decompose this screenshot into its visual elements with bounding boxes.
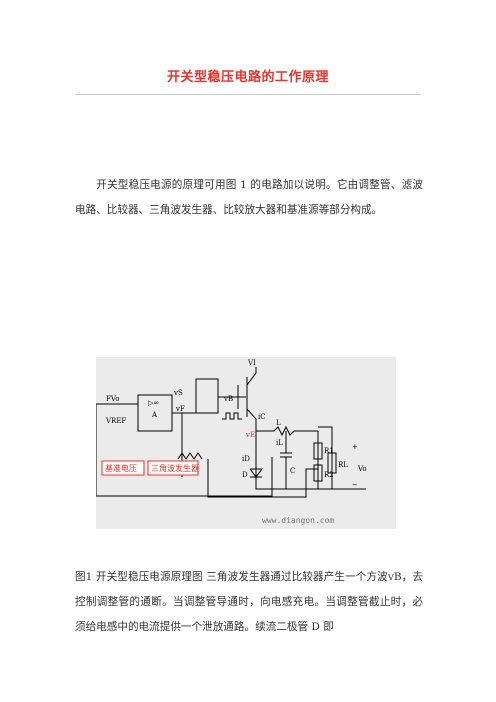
circuit-svg: FVo VREF A ▷∞ vS vF vB VI iC vE L iL iD … xyxy=(96,359,367,525)
page-title: 开关型稳压电路的工作原理 xyxy=(166,70,329,85)
watermark: www.diangon.com xyxy=(262,516,334,525)
label-d: D xyxy=(242,471,248,479)
label-minus: − xyxy=(352,481,358,489)
label-vs: vS xyxy=(173,389,183,397)
label-plus: + xyxy=(352,443,358,451)
label-vref: VREF xyxy=(105,417,126,425)
label-id: iD xyxy=(242,455,250,463)
reference-voltage-box xyxy=(101,460,145,476)
comparator-box xyxy=(195,378,219,414)
label-r1: R1 xyxy=(324,447,334,455)
label-r2: R2 xyxy=(324,471,334,479)
caption-paragraph: 图1 开关型稳压电源原理图 三角波发生器通过比较器产生一个方波vB，去控制调整管… xyxy=(75,571,423,633)
label-il: iL xyxy=(276,439,283,447)
title-divider xyxy=(75,94,421,95)
label-amp-a: A xyxy=(151,411,158,419)
label-vo: Vo xyxy=(357,465,367,473)
label-rl: RL xyxy=(338,461,348,469)
label-ic: iC xyxy=(258,413,266,421)
label-fvo: FVo xyxy=(106,395,119,403)
label-c: C xyxy=(290,467,295,475)
label-l: L xyxy=(276,419,281,427)
intro-paragraph: 开关型稳压电源的原理可用图 1 的电路加以说明。它由调整管、滤波电路、比较器、三… xyxy=(75,179,423,216)
circuit-diagram: FVo VREF A ▷∞ vS vF vB VI iC vE L iL iD … xyxy=(96,357,396,529)
label-vf: vF xyxy=(175,405,185,413)
label-vi: VI xyxy=(247,359,256,367)
label-vb: vB xyxy=(223,395,233,403)
label-amp-sym: ▷∞ xyxy=(148,399,159,407)
triangle-generator-box xyxy=(147,460,199,476)
label-ve: vE xyxy=(245,431,255,439)
label-triangle-generator: 三角波发生器 xyxy=(151,463,199,473)
label-reference-voltage: 基准电压 xyxy=(105,463,137,473)
